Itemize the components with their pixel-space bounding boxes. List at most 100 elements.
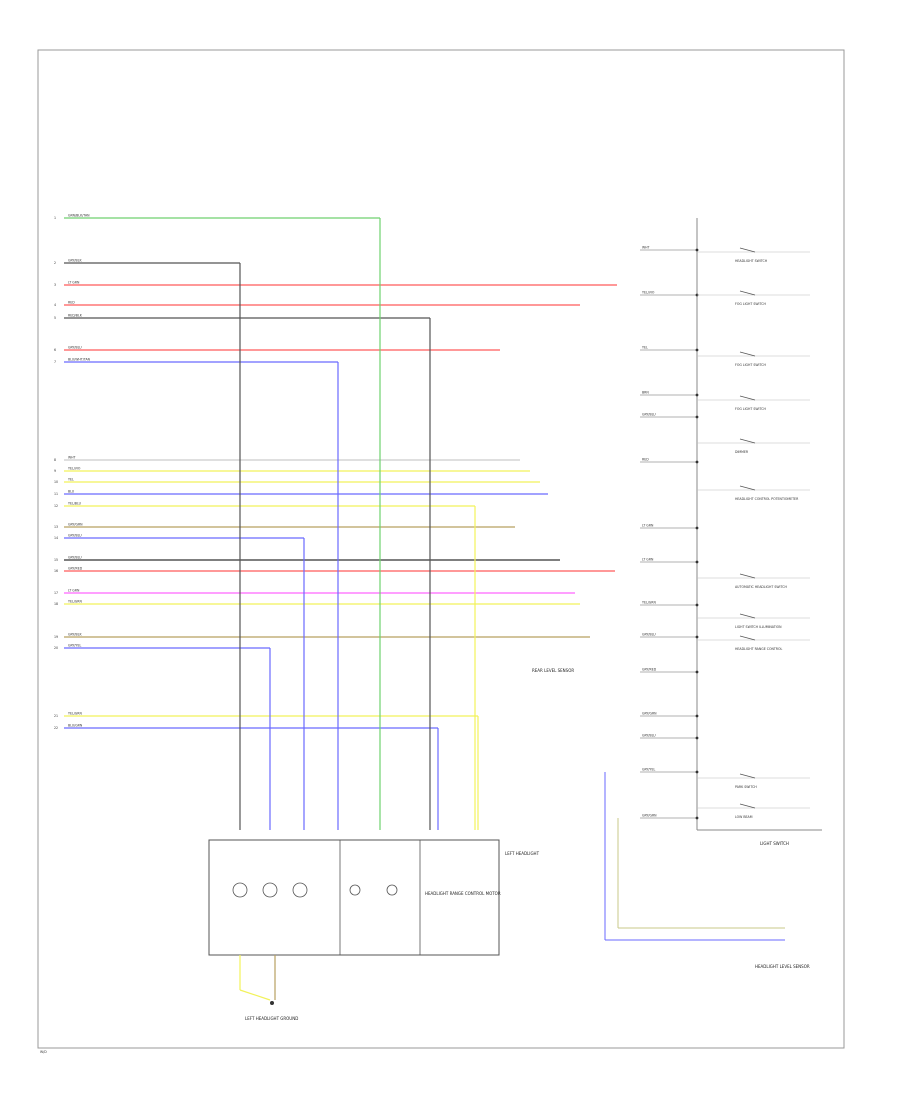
pin-dot <box>695 770 699 774</box>
lamp-symbol <box>292 882 308 898</box>
wire-label: YEL/BLU <box>68 502 82 506</box>
component-label: FOG LIGHT SWITCH <box>735 302 766 306</box>
component-label: PARK SWITCH <box>735 785 757 789</box>
pin-number: 11 <box>54 492 58 496</box>
right-wire-label: GRY/GRN <box>642 814 657 818</box>
pin-dot <box>695 714 699 718</box>
rear-sensor-label: REAR LEVEL SENSOR <box>532 668 574 673</box>
wire-label: BLU/WHT/TAN <box>68 358 91 362</box>
right-wire-label: GRY/BLU <box>642 734 656 738</box>
headlight-module-label: HEADLIGHT RANGE CONTROL MOTOR <box>425 891 501 896</box>
wire-label: BLU/GRN <box>68 724 83 728</box>
pin-dot <box>695 393 699 397</box>
vertical-wires-group <box>239 218 479 830</box>
right-wire-label: BRN <box>642 391 649 395</box>
component-label: DIMMER <box>735 450 749 454</box>
pin-dot <box>695 560 699 564</box>
switch-blade <box>739 613 756 619</box>
component-label: HEADLIGHT CONTROL POTENTIOMETER <box>735 497 799 501</box>
switch-blade <box>739 635 756 641</box>
pin-number: 20 <box>54 646 58 650</box>
wire-label: GRY/BLU <box>68 556 82 560</box>
wire-label: WHT <box>68 456 76 460</box>
switch-blade <box>739 290 756 296</box>
switch-blade <box>739 395 756 401</box>
pin-number: 14 <box>54 536 58 540</box>
ground-label: LEFT HEADLIGHT GROUND <box>245 1016 298 1021</box>
component-label: LIGHT SWITCH ILLUMINATION <box>735 625 782 629</box>
pin-number: 12 <box>54 504 58 508</box>
pin-dot <box>695 816 699 820</box>
pin-dot <box>695 603 699 607</box>
right-wire-label: YEL/GRN <box>642 601 656 605</box>
right-wire-label: LT GRN <box>642 558 654 562</box>
switch-blade <box>739 485 756 491</box>
switch-blade <box>739 438 756 444</box>
pin-number: 7 <box>54 360 56 364</box>
pin-number: 13 <box>54 525 58 529</box>
ground-wire-join <box>239 989 271 1001</box>
wire-label: YEL/GRN <box>68 712 82 716</box>
right-components-group: HEADLIGHT SWITCH FOG LIGHT SWITCH FOG LIGH… <box>697 247 810 819</box>
wire-label: YEL <box>68 478 74 482</box>
pin-number: 17 <box>54 591 58 595</box>
component-label: FOG LIGHT SWITCH <box>735 363 766 367</box>
lamp-symbol <box>262 882 278 898</box>
pin-number: 3 <box>54 283 56 287</box>
pin-number: 15 <box>54 558 58 562</box>
ground-point <box>270 1001 274 1005</box>
pin-number: 21 <box>54 714 58 718</box>
wire-label: LT GRN <box>68 589 80 593</box>
pin-dot <box>695 736 699 740</box>
wires-group <box>64 217 617 729</box>
pin-dot <box>695 248 699 252</box>
component-label: AUTOMATIC HEADLIGHT SWITCH <box>735 585 787 589</box>
light-switch-label: LIGHT SWITCH <box>760 841 789 846</box>
footer-label: W/D <box>40 1050 47 1054</box>
pin-number: 8 <box>54 458 56 462</box>
component-label: LOW BEAM <box>735 815 753 819</box>
component-label: HEADLIGHT SWITCH <box>735 259 768 263</box>
right-wire-label: LT GRN <box>642 524 654 528</box>
pin-dot <box>695 526 699 530</box>
pin-number: 19 <box>54 635 58 639</box>
pin-number: 18 <box>54 602 58 606</box>
lamp-symbol <box>386 884 398 896</box>
right-wire-label: YEL <box>642 346 648 350</box>
wire-label: BLU <box>68 490 75 494</box>
right-wire-label: GRY/GRN <box>642 712 657 716</box>
pin-dot <box>695 670 699 674</box>
component-label: HEADLIGHT RANGE CONTROL <box>735 647 783 651</box>
wire-label: YEL/VIO <box>68 467 81 471</box>
right-wire-label: YEL/VIO <box>642 291 655 295</box>
pin-dot <box>695 635 699 639</box>
wire-label: RED <box>68 301 75 305</box>
wire-label: GRY/BLK <box>68 633 82 637</box>
pin-number: 10 <box>54 480 58 484</box>
sensor-label: HEADLIGHT LEVEL SENSOR <box>755 964 810 969</box>
component-label: FOG LIGHT SWITCH <box>735 407 766 411</box>
wire-label: GRN/BLK/TAN <box>68 214 90 218</box>
right-wire-label: GRY/BLU <box>642 633 656 637</box>
switch-blade <box>739 351 756 357</box>
headlight-module-box <box>208 839 500 956</box>
wire-label: YEL/GRN <box>68 600 82 604</box>
pin-number: 4 <box>54 303 56 307</box>
wire-label: GRY/BLU <box>68 346 82 350</box>
right-wire-label: WHT <box>642 246 650 250</box>
right-wire-label: GRY/RED <box>642 668 657 672</box>
lamp-symbol <box>349 884 361 896</box>
pin-number: 22 <box>54 726 58 730</box>
right-wire-label: GRY/BLU <box>642 413 656 417</box>
pin-number: 1 <box>54 216 56 220</box>
wire-label: LT GRN <box>68 281 80 285</box>
wire-label: GRY/YEL <box>68 644 81 648</box>
left-headlight-label: LEFT HEADLIGHT <box>505 851 540 856</box>
pin-number: 6 <box>54 348 56 352</box>
wire-label: GRY/RED <box>68 567 83 571</box>
switch-blade <box>739 803 756 809</box>
pin-dot <box>695 415 699 419</box>
right-wire-label: GRY/YEL <box>642 768 655 772</box>
